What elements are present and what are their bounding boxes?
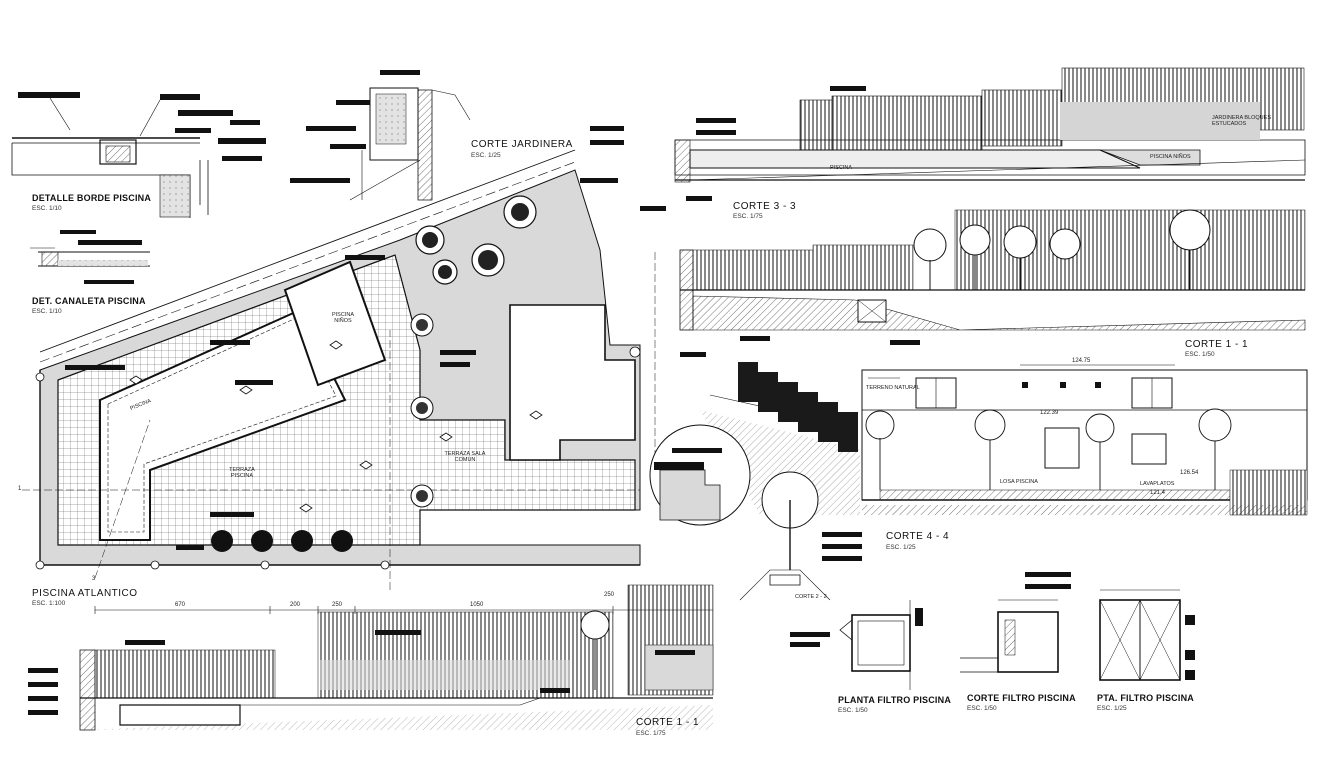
level-124-75: 124.75 xyxy=(1072,358,1091,364)
dimension-250: 250 xyxy=(332,602,343,608)
pta-filtro-drawing xyxy=(1099,589,1195,681)
corte-1-1-bottom-drawing xyxy=(28,584,714,731)
plan-terraza-piscina-label: TERRAZA PISCINA xyxy=(229,467,255,479)
planta-filtro-drawing xyxy=(790,600,923,690)
tree-symbols xyxy=(211,195,537,552)
corte-filtro-title: CORTE FILTRO PISCINA xyxy=(967,693,1076,703)
pta-filtro-scale: ESC. 1/25 xyxy=(1097,705,1127,712)
level-markers xyxy=(129,340,543,513)
det-canaleta-title: DET. CANALETA PISCINA xyxy=(32,296,146,306)
plan-axis-1: 1 xyxy=(18,486,22,492)
corte-4-4-title: CORTE 4 - 4 xyxy=(886,531,950,542)
section-terreno-natural-label: TERRENO NATURAL xyxy=(866,385,920,391)
corte-1-1-right-drawing xyxy=(700,362,1308,516)
planta-filtro-title: PLANTA FILTRO PISCINA xyxy=(838,695,952,705)
piscina-atlantico-title: PISCINA ATLANTICO xyxy=(32,588,138,599)
level-121-4: 121.4 xyxy=(1150,490,1166,496)
section-lavaplatos-label: LAVAPLATOS xyxy=(1140,481,1175,487)
corte-3-3-title: CORTE 3 - 3 xyxy=(733,201,797,212)
plan-axis-3: 3 xyxy=(92,576,96,582)
section-piscina-ninos-label: PISCINA NIÑOS xyxy=(1150,154,1191,160)
corte-1-1-bottom-title: CORTE 1 - 1 xyxy=(636,717,700,728)
dimension-200: 200 xyxy=(290,602,301,608)
plan-terraza-sala-label: TERRAZA SALA COMUN xyxy=(444,451,486,463)
section-jardinera-label: JARDINERA BLOQUES ESTUCADOS xyxy=(1212,115,1271,127)
detalle-borde-title: DETALLE BORDE PISCINA xyxy=(32,193,152,203)
dimension-1050: 1050 xyxy=(470,602,484,608)
corte-filtro-drawing xyxy=(960,572,1071,673)
detalle-borde-scale: ESC. 1/10 xyxy=(32,205,62,212)
dimension-670: 670 xyxy=(175,602,186,608)
dimension-250-b: 250 xyxy=(604,592,615,598)
level-126-54: 126.54 xyxy=(1180,470,1199,476)
corte-jardinera-drawing xyxy=(290,70,471,201)
corte-jardinera-title: CORTE JARDINERA xyxy=(471,139,573,150)
corte-1-1-right-scale: ESC. 1/50 xyxy=(1185,351,1215,358)
piscina-atlantico-scale: ESC. 1:100 xyxy=(32,600,66,607)
det-canaleta-drawing xyxy=(30,230,150,284)
corte-3-3-drawing xyxy=(590,67,1306,211)
stair-block xyxy=(738,362,858,452)
corte-filtro-scale: ESC. 1/50 xyxy=(967,705,997,712)
corte-4-4-scale: ESC. 1/25 xyxy=(886,544,916,551)
corte-3-3-scale: ESC. 1/75 xyxy=(733,213,763,220)
section-losa-label: LOSA PISCINA xyxy=(1000,479,1038,485)
planta-filtro-scale: ESC. 1/50 xyxy=(838,707,868,714)
corte-middle-drawing xyxy=(679,209,1306,357)
detalle-borde-drawing xyxy=(11,92,266,218)
corte-1-1-bottom-scale: ESC. 1/75 xyxy=(636,730,666,737)
section-piscina-label: PISCINA xyxy=(830,165,853,171)
corte-2-2-title: CORTE 2 - 2 xyxy=(795,594,827,600)
corte-1-1-right-title: CORTE 1 - 1 xyxy=(1185,339,1249,350)
corte-jardinera-scale: ESC. 1/25 xyxy=(471,152,501,159)
plan-piscina-ninos-label: PISCINA NIÑOS xyxy=(331,312,354,324)
det-canaleta-scale: ESC. 1/10 xyxy=(32,308,62,315)
site-plan xyxy=(22,149,656,590)
corte-4-4-drawing xyxy=(649,424,862,601)
level-122-39: 122.39 xyxy=(1040,410,1059,416)
pta-filtro-title: PTA. FILTRO PISCINA xyxy=(1097,693,1194,703)
